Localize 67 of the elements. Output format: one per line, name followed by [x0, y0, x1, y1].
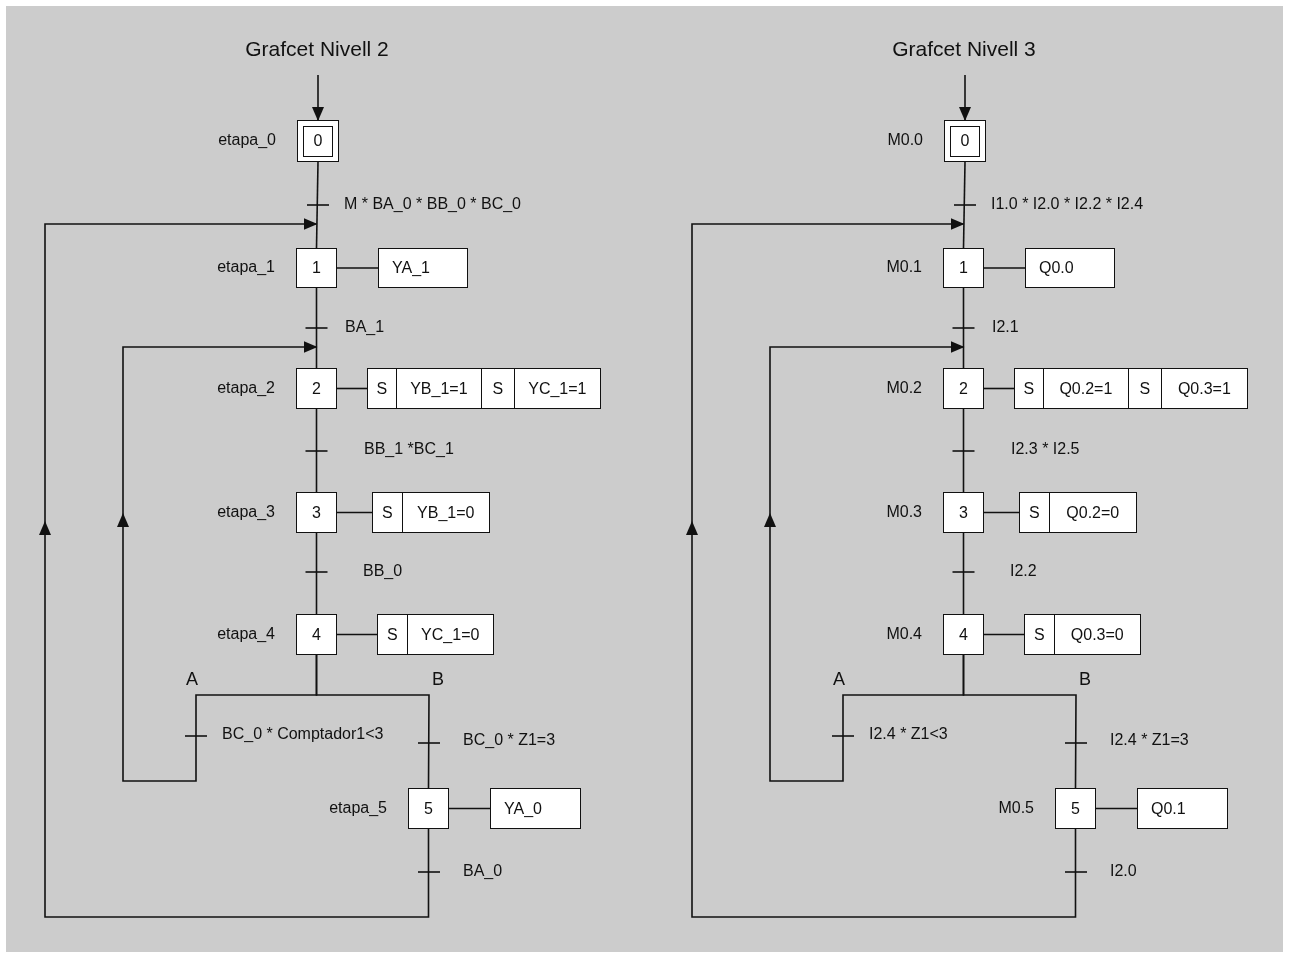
step-label: M0.4 — [886, 624, 922, 643]
action-qualifier: S — [481, 369, 514, 408]
action-box — [1014, 368, 1248, 409]
step-label: etapa_3 — [217, 502, 275, 521]
transition-condition: M * BA_0 * BB_0 * BC_0 — [343, 195, 522, 214]
step-label: etapa_1 — [217, 257, 275, 276]
step-label: M0.1 — [886, 257, 922, 276]
action-qualifier: S — [375, 378, 389, 399]
action-box — [1019, 492, 1137, 533]
action-text: YC_1=0 — [406, 615, 493, 654]
step-label: etapa_0 — [218, 130, 276, 149]
step-number: 2 — [312, 379, 321, 398]
transition-condition: BB_1 *BC_1 — [363, 440, 455, 459]
action-text: YB_1=0 — [401, 493, 489, 532]
step-label: M0.3 — [886, 502, 922, 521]
action-text: Q0.2=0 — [1048, 493, 1136, 532]
transition-condition: BA_0 — [462, 862, 504, 881]
step-label: etapa_2 — [217, 378, 275, 397]
branch-letter: A — [833, 669, 845, 691]
action-text: YC_1=1 — [513, 369, 600, 408]
action-text: YA_1 — [391, 258, 431, 278]
step-label: M0.5 — [998, 798, 1034, 817]
step-label: M0.0 — [887, 130, 923, 149]
action-qualifier: S — [1032, 624, 1046, 645]
action-qualifier: S — [1027, 502, 1041, 523]
action-box — [490, 788, 581, 829]
action-box — [378, 248, 468, 288]
action-box — [1025, 248, 1115, 288]
action-qualifier: S — [380, 502, 394, 523]
step-number: 4 — [959, 625, 968, 644]
action-qualifier: S — [1022, 378, 1036, 399]
action-box — [1024, 614, 1141, 655]
action-qualifier: S — [385, 624, 399, 645]
step-label: etapa_4 — [217, 624, 275, 643]
step-number: 3 — [959, 503, 968, 522]
action-text: Q0.3=0 — [1053, 615, 1140, 654]
graph-title: Grafcet Nivell 3 — [892, 36, 1036, 61]
step-number: 5 — [424, 799, 433, 818]
branch-letter: A — [186, 669, 198, 691]
branch-letter: B — [1079, 669, 1091, 691]
step-number: 0 — [303, 125, 333, 157]
action-box — [1137, 788, 1228, 829]
step-number: 0 — [950, 125, 980, 157]
step-label: etapa_5 — [329, 798, 387, 817]
action-text: Q0.2=1 — [1042, 369, 1128, 408]
action-text: YA_0 — [503, 798, 543, 819]
step-number: 4 — [312, 625, 321, 644]
action-box — [372, 492, 490, 533]
action-text: Q0.3=1 — [1160, 369, 1247, 408]
action-box — [367, 368, 601, 409]
action-box — [377, 614, 494, 655]
transition-condition: BB_0 — [362, 562, 404, 581]
transition-condition: BA_1 — [344, 318, 386, 337]
graph-title: Grafcet Nivell 2 — [245, 36, 389, 61]
step-number: 1 — [312, 259, 321, 277]
action-text: Q0.0 — [1038, 258, 1075, 278]
step-label: M0.2 — [886, 378, 922, 397]
step-number: 1 — [959, 259, 968, 277]
step-number: 5 — [1071, 799, 1080, 818]
transition-condition: BC_0 * Z1=3 — [462, 731, 557, 750]
branch-letter: B — [432, 669, 444, 691]
step-number: 2 — [959, 379, 968, 398]
action-text: YB_1=1 — [395, 369, 481, 408]
action-text: Q0.1 — [1150, 798, 1187, 819]
transition-condition: BC_0 * Comptador1<3 — [221, 725, 385, 744]
action-qualifier: S — [1128, 369, 1161, 408]
step-number: 3 — [312, 503, 321, 522]
